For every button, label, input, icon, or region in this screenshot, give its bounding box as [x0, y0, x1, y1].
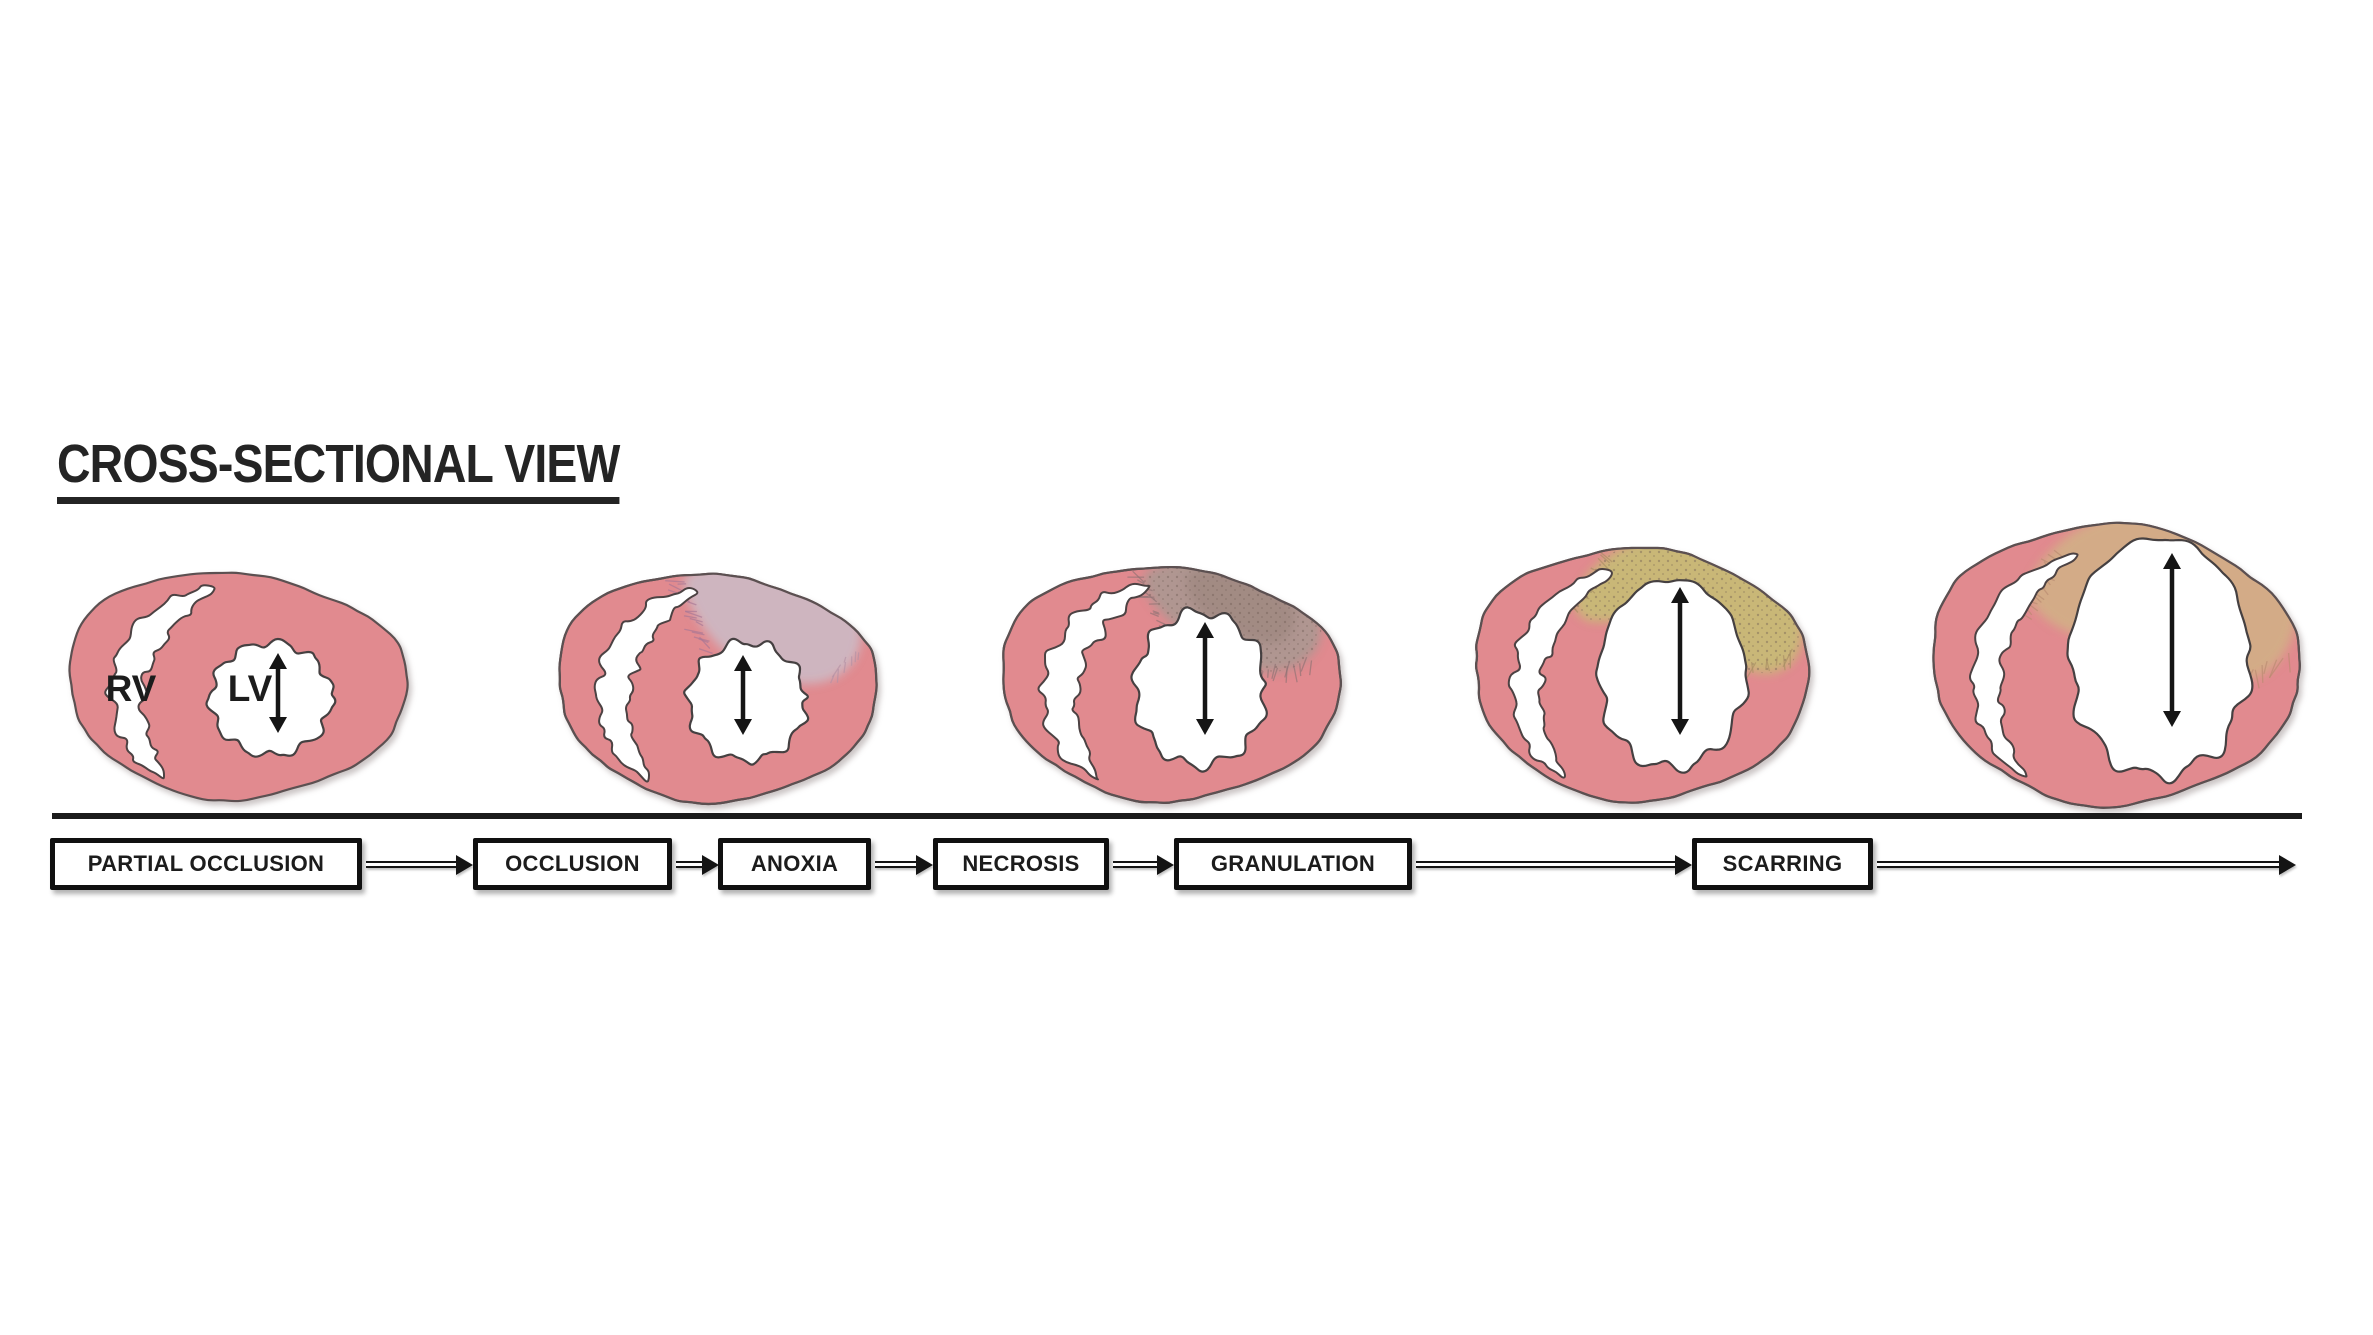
stage-box-scarring: SCARRING [1692, 838, 1873, 890]
rv-cavity [1507, 568, 1613, 779]
lv-label: LV [228, 668, 273, 709]
timeline-axis [52, 813, 2302, 819]
stage-label: ANOXIA [750, 851, 839, 876]
heart-cross-section-stage-3 [1002, 565, 1342, 804]
rv-cavity [1968, 552, 2079, 778]
infarct-fringe [2268, 657, 2284, 679]
infarct-fringe [2042, 587, 2049, 596]
infarct-fringe [1132, 570, 1145, 584]
infarct-fringe [665, 580, 685, 583]
stage-label: NECROSIS [962, 851, 1080, 876]
infarct-fringe [1284, 660, 1291, 678]
infarct-fringe [1300, 656, 1308, 672]
infarct-fringe [691, 631, 705, 636]
infarct-fringe [1765, 657, 1768, 670]
heart-cross-section-stage-5 [1932, 521, 2301, 809]
infarct-fringe [698, 648, 713, 655]
lv-dilation-arrow-icon [1667, 582, 1693, 740]
heart-cross-section-stage-4 [1474, 546, 1811, 804]
heart-cross-section-stage-1: RV LV [68, 571, 409, 803]
infarct-fringe [1152, 610, 1159, 614]
stage-label: PARTIAL OCCLUSION [87, 851, 325, 876]
infarct-fringe [1153, 611, 1160, 615]
rv-cavity [104, 584, 216, 780]
infarct-fringe [831, 664, 842, 678]
stage-box-anoxia: ANOXIA [718, 838, 871, 890]
flow-arrow-icon [366, 861, 456, 868]
heart-cross-section-stage-2 [558, 572, 878, 806]
infarct-fringe [699, 636, 711, 649]
infarct-fringe [2263, 660, 2268, 675]
stage-label: SCARRING [1722, 851, 1843, 876]
flow-arrow-icon [676, 861, 702, 868]
infarct-fringe [843, 661, 847, 673]
flow-arrow-icon [1416, 861, 1675, 868]
lv-dilation-arrow-icon [1192, 617, 1218, 740]
stage-box-necrosis: NECROSIS [933, 838, 1109, 890]
page-title: CROSS-SECTIONAL VIEW [57, 436, 620, 505]
infarct-fringe [695, 621, 704, 627]
flow-arrow-icon [875, 861, 916, 868]
stage-box-partial-occlusion: PARTIAL OCCLUSION [50, 838, 362, 890]
infarct-fringe [836, 669, 840, 683]
infarct-fringe [1599, 554, 1611, 564]
infarct-fringe [1782, 648, 1793, 668]
lv-dilation-arrow-icon [730, 650, 756, 740]
infarct-fringe [857, 652, 860, 661]
lv-dilation-arrow-icon [2159, 548, 2185, 732]
infarct-fringe [1746, 662, 1757, 679]
infarct-fringe [2261, 664, 2264, 683]
infarct-fringe [1267, 669, 1269, 678]
infarct-fringe [843, 656, 847, 663]
infarct-fringe [1292, 664, 1298, 683]
stage-label: OCCLUSION [505, 851, 640, 876]
lv-cavity [205, 637, 337, 758]
infarct-fringe [683, 615, 697, 619]
rv-cavity [593, 587, 699, 783]
rv-label: RV [106, 668, 157, 709]
lv-cavity [1595, 579, 1750, 774]
rv-cavity [1037, 582, 1151, 781]
stage-box-occlusion: OCCLUSION [473, 838, 672, 890]
infarct-fringe [684, 628, 704, 634]
infarct-fringe [854, 651, 857, 663]
infarct-fringe [1775, 656, 1778, 666]
infarct-fringe [689, 617, 703, 623]
flow-arrow-icon [1113, 861, 1157, 868]
lv-cavity [2066, 537, 2254, 785]
infarct-fringe [1272, 667, 1279, 682]
infarct-fringe [2254, 669, 2260, 689]
infarct-fringe [1136, 579, 1145, 585]
lv-dilation-arrow-icon [265, 648, 291, 738]
stage-label: GRANULATION [1210, 851, 1376, 876]
lv-cavity [1130, 606, 1268, 773]
infarct-fringe [1299, 663, 1302, 677]
flow-arrow-icon [1877, 861, 2279, 868]
infarct-fringe [1271, 663, 1277, 679]
infarct-fringe [1149, 612, 1159, 618]
infarct-fringe [686, 600, 697, 606]
infarct-fringe [2287, 652, 2291, 673]
infarct-fringe [685, 610, 703, 618]
stage-box-granulation: GRANULATION [1174, 838, 1412, 890]
infarct-fringe [1309, 660, 1313, 676]
infarct-fringe [1782, 655, 1786, 671]
